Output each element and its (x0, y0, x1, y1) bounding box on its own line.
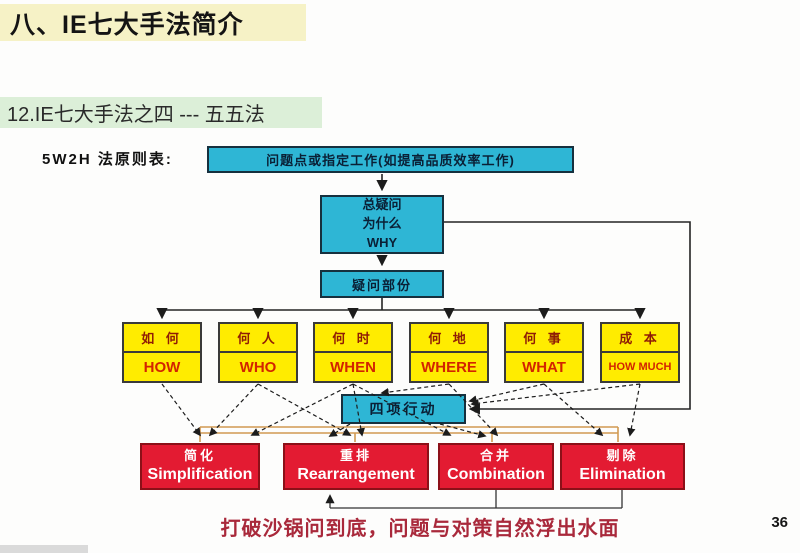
question-cn: 何 地 (411, 324, 487, 353)
question-box-when: 何 时 WHEN (313, 322, 393, 383)
section-subtitle: 12.IE七大手法之四 --- 五五法 (7, 104, 265, 126)
question-en: WHAT (522, 358, 566, 376)
action-box-combination: 合并 Combination (438, 443, 554, 490)
bottom-gray-strip (0, 545, 88, 553)
action-cn: 重排 (339, 448, 372, 464)
why-box-line1: 总疑问 (362, 197, 402, 213)
action-en: Simplification (147, 465, 253, 483)
action-en: Combination (447, 465, 545, 483)
question-cn: 如 何 (124, 324, 200, 353)
subtitle-highlight-bar: 12.IE七大手法之四 --- 五五法 (0, 97, 322, 128)
question-box-who: 何 人 WHO (218, 322, 298, 383)
action-en: Elimination (579, 465, 666, 483)
question-en: HOW (143, 358, 181, 376)
orange-distribution-bracket (199, 426, 619, 442)
question-box-where: 何 地 WHERE (409, 322, 489, 383)
action-cn: 剔除 (606, 448, 639, 464)
page-number: 36 (771, 514, 788, 531)
question-cn: 何 时 (315, 324, 391, 353)
question-cn: 何 人 (220, 324, 296, 353)
why-box-line3: WHY (366, 234, 398, 250)
action-box-elimination: 剔除 Elimination (560, 443, 685, 490)
action-en: Rearrangement (297, 465, 415, 483)
question-en: WHO (239, 358, 277, 376)
page-title: 八、IE七大手法简介 (10, 10, 244, 39)
question-box-what: 何 事 WHAT (504, 322, 584, 383)
action-cn: 简化 (183, 448, 216, 464)
question-en: WHEN (330, 358, 376, 376)
question-part-box: 疑问部份 (320, 270, 444, 298)
action-cn: 合并 (479, 448, 512, 464)
why-box-line2: 为什么 (362, 216, 402, 232)
action-box-simplification: 简化 Simplification (140, 443, 260, 490)
question-box-howmuch: 成 本 HOW MUCH (600, 322, 680, 383)
feedback-loop-lines (325, 490, 623, 509)
problem-definition-box: 问题点或指定工作(如提高品质效率工作) (207, 146, 574, 173)
5w2h-table-label: 5W2H 法原则表: (42, 151, 173, 168)
footer-quote: 打破沙锅问到底，问题与对策自然浮出水面 (220, 518, 620, 540)
title-highlight-bar: 八、IE七大手法简介 (0, 4, 306, 41)
why-box: 总疑问 为什么 WHY (320, 195, 444, 254)
question-en: HOW MUCH (608, 361, 672, 373)
question-cn: 何 事 (506, 324, 582, 353)
four-actions-box: 四项行动 (341, 394, 466, 424)
question-cn: 成 本 (602, 324, 678, 353)
action-box-rearrangement: 重排 Rearrangement (283, 443, 429, 490)
question-box-how: 如 何 HOW (122, 322, 202, 383)
question-en: WHERE (421, 358, 477, 376)
